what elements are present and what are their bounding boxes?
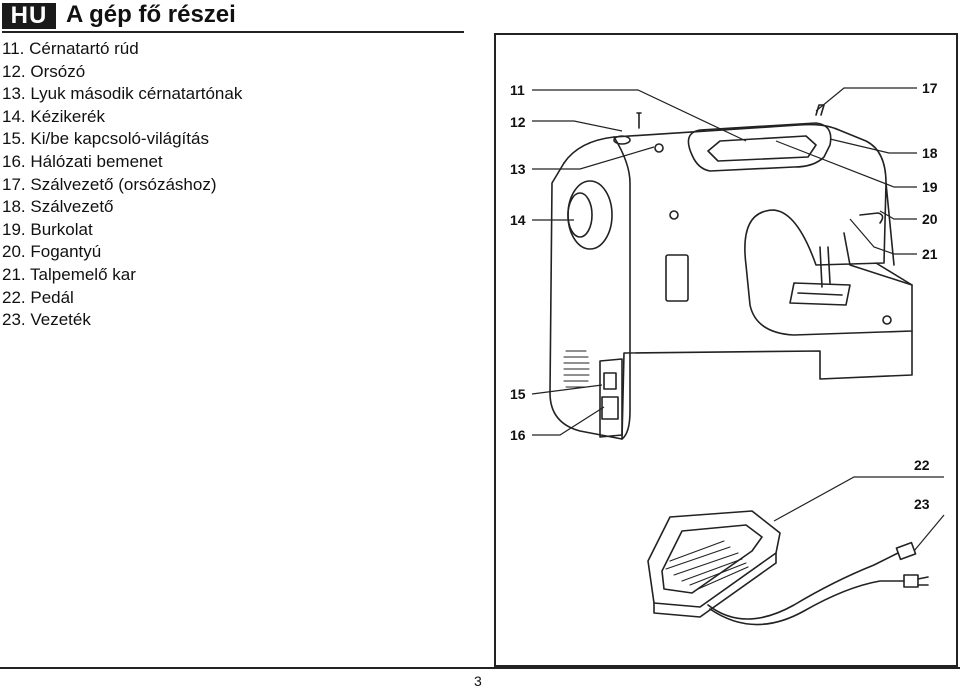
list-item: 13. Lyuk második cérnatartónak (2, 84, 243, 104)
callout-19: 19 (922, 179, 938, 195)
callout-16: 16 (510, 427, 526, 443)
list-item: 14. Kézikerék (2, 106, 105, 126)
callout-21: 21 (922, 246, 938, 262)
footer-divider (0, 667, 960, 669)
callout-13: 13 (510, 161, 526, 177)
list-item: 23. Vezeték (2, 310, 91, 330)
foot-pedal (647, 510, 781, 618)
list-item: 12. Orsózó (2, 61, 86, 81)
page-title: A gép fő részei (66, 1, 236, 28)
list-item: 20. Fogantyú (2, 242, 102, 262)
callout-14: 14 (510, 212, 526, 228)
title-divider (2, 31, 464, 33)
list-item: 18. Szálvezető (2, 197, 114, 217)
list-item: 19. Burkolat (2, 219, 93, 239)
list-item: 16. Hálózati bemenet (2, 151, 163, 171)
page-number: 3 (474, 673, 482, 689)
figure-frame (494, 33, 958, 667)
sewing-machine-illustration: 11 12 13 14 15 16 17 18 19 20 21 22 23 (510, 80, 945, 626)
callout-22: 22 (914, 457, 930, 473)
cable (707, 541, 929, 626)
callout-18: 18 (922, 145, 938, 161)
list-item: 22. Pedál (2, 287, 74, 307)
language-badge: HU (2, 3, 56, 29)
list-item: 15. Ki/be kapcsoló-világítás (2, 129, 209, 149)
parts-list: 11. Cérnatartó rúd 12. Orsózó 13. Lyuk m… (2, 38, 242, 332)
callout-20: 20 (922, 211, 938, 227)
list-item: 11. Cérnatartó rúd (2, 39, 139, 58)
callout-15: 15 (510, 386, 526, 402)
callout-23: 23 (914, 496, 930, 512)
list-item: 17. Szálvezető (orsózáshoz) (2, 174, 217, 194)
callout-12: 12 (510, 114, 526, 130)
callout-11: 11 (510, 82, 525, 98)
machine-body (549, 104, 913, 440)
callout-17: 17 (922, 80, 938, 96)
list-item: 21. Talpemelő kar (2, 264, 136, 284)
